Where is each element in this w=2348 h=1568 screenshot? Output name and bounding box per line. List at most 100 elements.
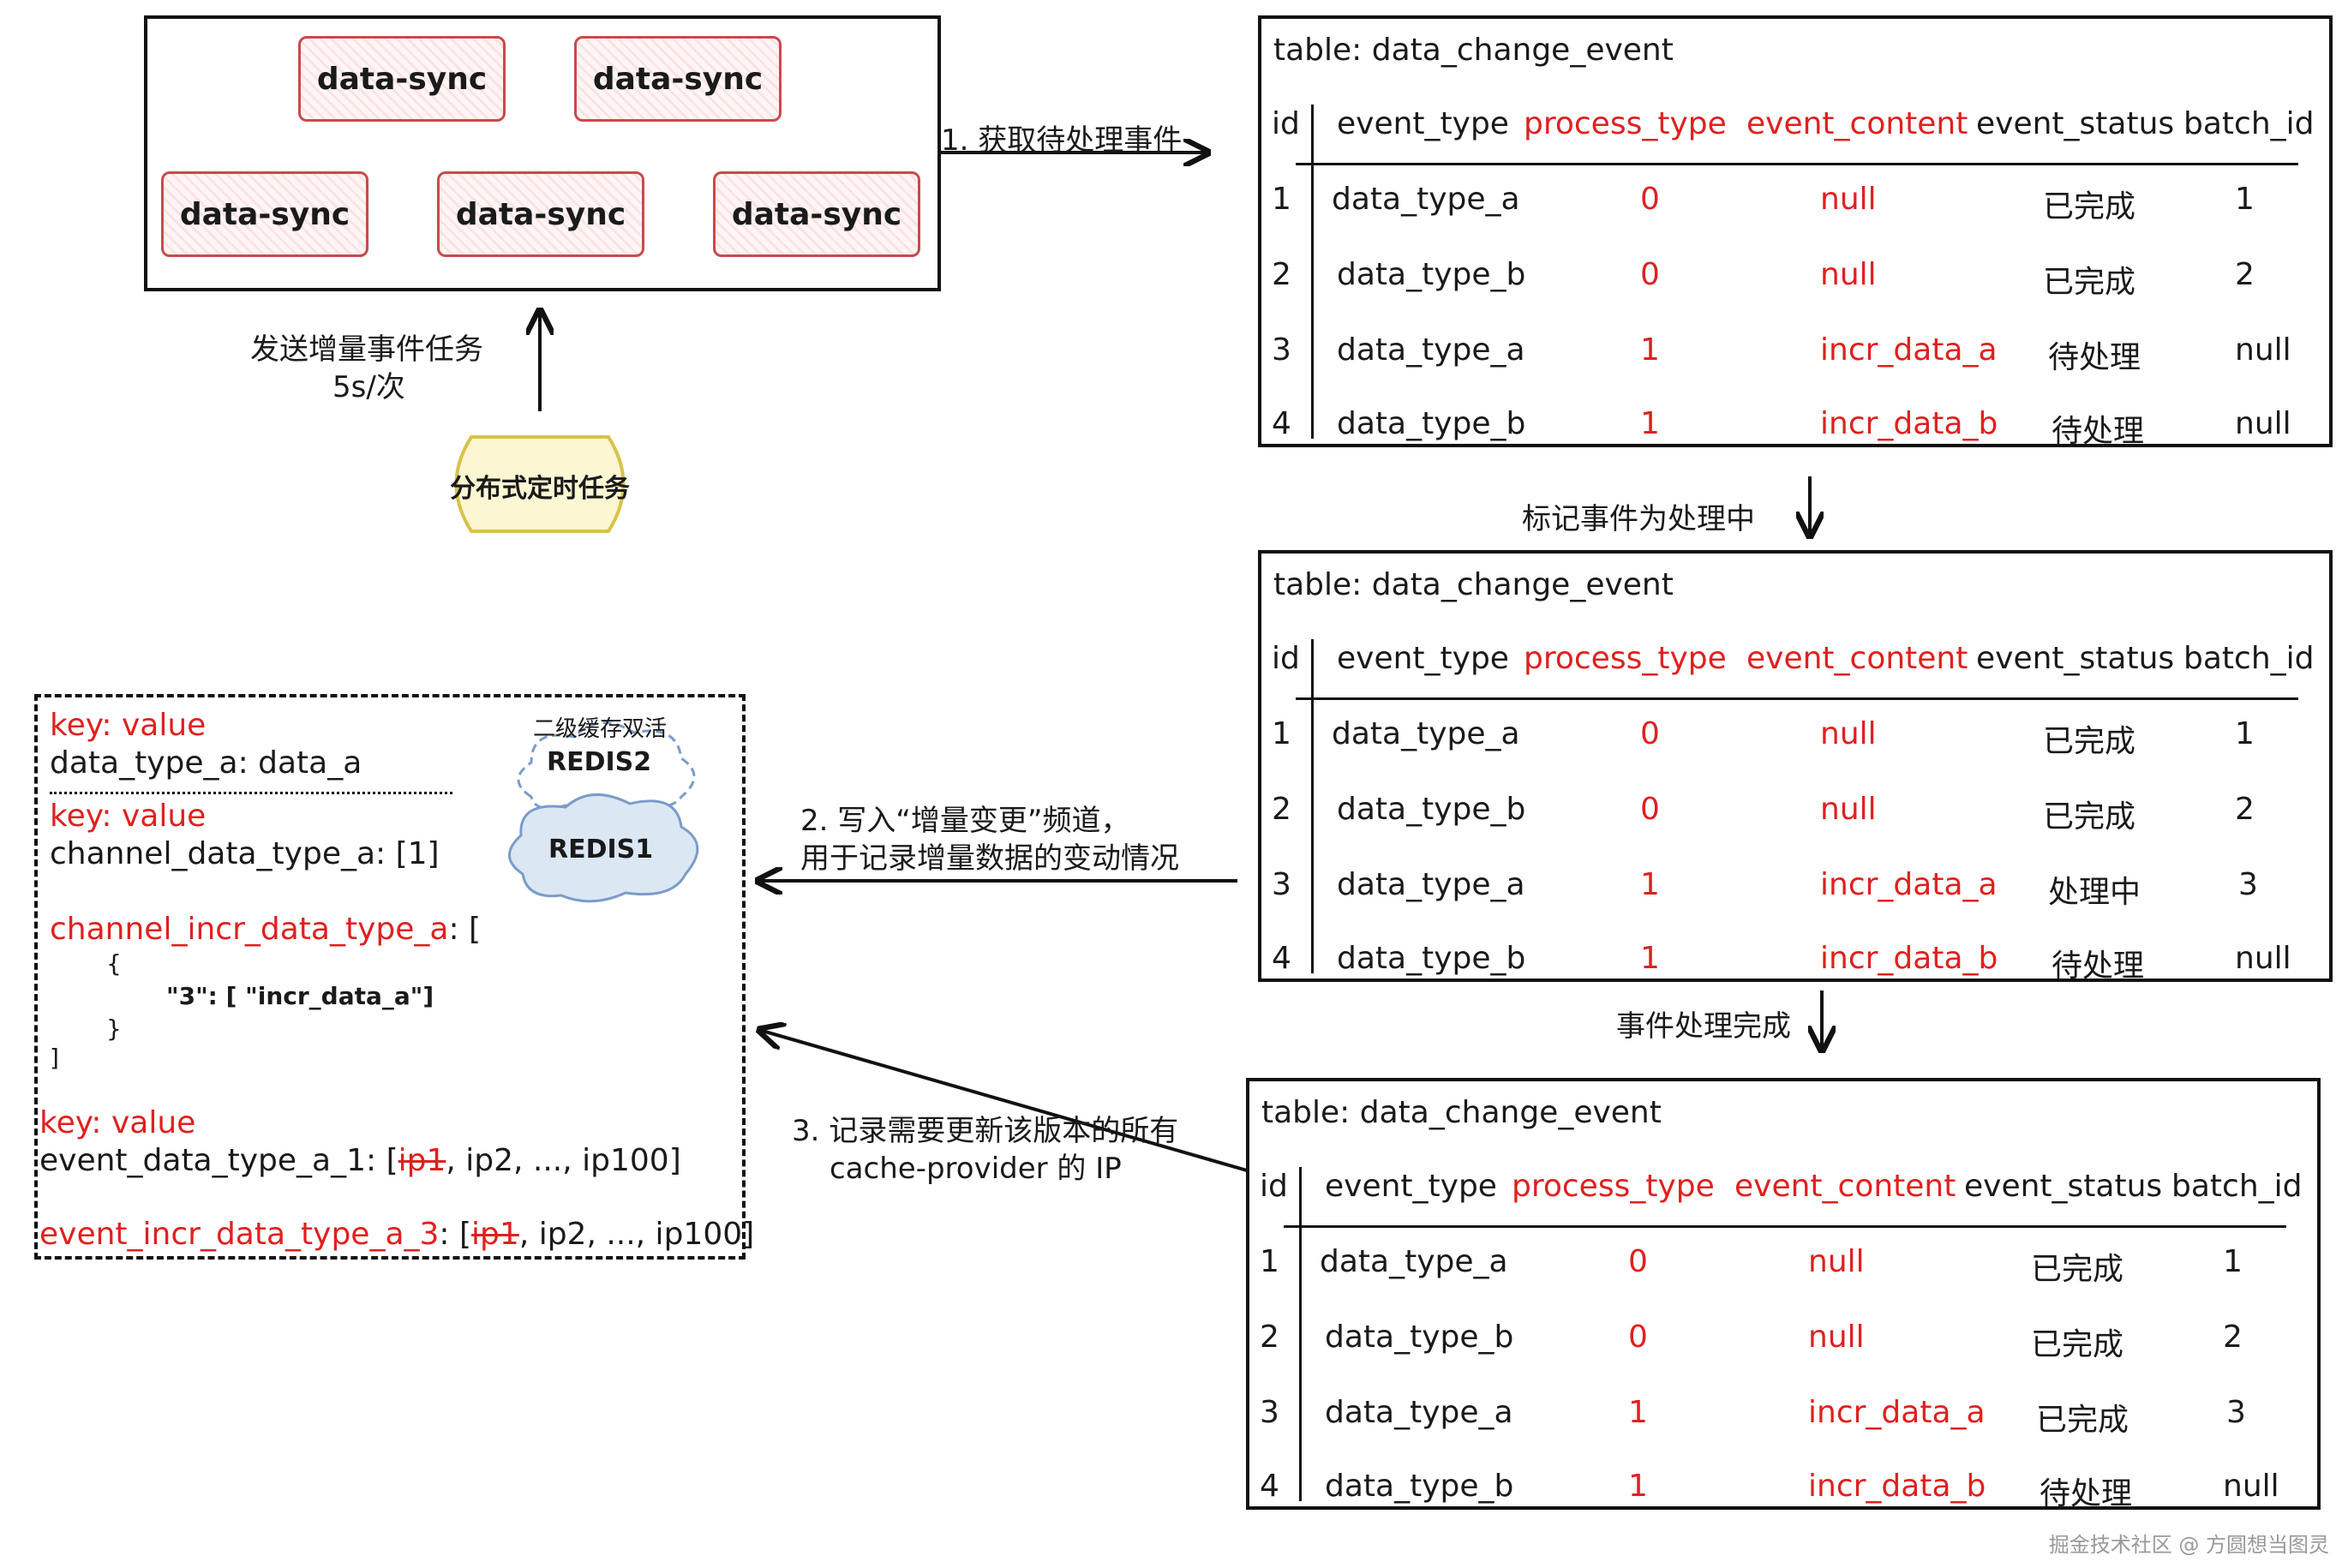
event-incr-name: event_incr_data_type_a_3: [39, 1217, 440, 1252]
event-incr-colon: : [: [439, 1217, 472, 1252]
cell-event-status: 待处理: [2052, 414, 2145, 449]
redis-caption: 二级缓存双活: [533, 716, 668, 742]
channel-incr-entry: channel_incr_data_type_a: [: [50, 912, 481, 947]
kv-value: data_type_a: data_a: [50, 745, 362, 781]
cell-event-status: 已完成: [2036, 1403, 2129, 1438]
mark-processing-label: 标记事件为处理中: [1522, 502, 1755, 536]
cell-event-content: incr_data_a: [1820, 332, 1998, 368]
step2-label-2: 用于记录增量数据的变动情况: [800, 841, 1179, 876]
json-close-brace: }: [106, 1014, 122, 1043]
cell-batch-id: 2: [2223, 1320, 2243, 1355]
data-sync-cluster: [144, 15, 941, 291]
cell-event-content: null: [1808, 1244, 1865, 1279]
cell-event-content: incr_data_a: [1820, 867, 1998, 902]
channel-incr-name: channel_incr_data_type_a: [50, 912, 449, 947]
event-table-2: table: data_change_event id event_type p…: [1258, 550, 2333, 984]
json-close-bracket: ]: [50, 1044, 59, 1072]
cell-process-type: 0: [1640, 182, 1660, 217]
cell-batch-id: 2: [2235, 257, 2255, 292]
kv-key-label: key: value: [50, 799, 207, 834]
header-event-status: event_status: [1976, 641, 2175, 676]
cell-process-type: 0: [1640, 257, 1660, 292]
table-title: table: data_change_event: [1261, 1095, 1662, 1130]
cell-event-content: null: [1820, 792, 1877, 827]
json-entry: "3": [ "incr_data_a"]: [166, 982, 434, 1010]
redis-storage-area: [34, 694, 746, 1260]
cell-process-type: 1: [1640, 867, 1660, 902]
cell-event-type: data_type_a: [1320, 1244, 1508, 1279]
cell-event-status: 待处理: [2048, 340, 2141, 375]
cell-event-type: data_type_a: [1325, 1395, 1513, 1430]
cell-event-content: null: [1808, 1320, 1865, 1355]
cell-batch-id: 1: [2235, 716, 2255, 751]
table-title: table: data_change_event: [1273, 567, 1674, 602]
cell-id: 2: [1272, 257, 1291, 292]
cell-event-status: 处理中: [2048, 875, 2141, 910]
divider: [50, 792, 452, 794]
data-sync-node: data-sync: [437, 171, 644, 257]
header-event-content: event_content: [1746, 106, 1968, 141]
cell-event-status: 已完成: [2043, 724, 2136, 759]
cell-event-status: 已完成: [2043, 799, 2136, 835]
header-event-status: event_status: [1976, 106, 2175, 141]
header-event-type: event_type: [1325, 1169, 1497, 1204]
cell-id: 4: [1272, 406, 1291, 441]
struck-ip: ip1: [398, 1143, 446, 1178]
cell-event-type: data_type_b: [1325, 1320, 1514, 1355]
cell-batch-id: 3: [2238, 867, 2258, 902]
cell-process-type: 0: [1640, 792, 1660, 827]
cell-event-content: incr_data_a: [1808, 1395, 1986, 1430]
cell-event-type: data_type_b: [1337, 257, 1526, 292]
cell-batch-id: 1: [2223, 1244, 2243, 1279]
cell-event-status: 待处理: [2040, 1476, 2133, 1511]
header-event-content: event_content: [1746, 641, 1968, 676]
cell-event-content: null: [1820, 716, 1877, 751]
done-label: 事件处理完成: [1616, 1009, 1791, 1044]
event-data-entry: event_data_type_a_1: [ip1, ip2, ..., ip1…: [39, 1143, 681, 1178]
step3-label-1: 3. 记录需要更新该版本的所有: [792, 1114, 1179, 1148]
cell-id: 1: [1260, 1244, 1279, 1279]
cell-batch-id: null: [2235, 406, 2291, 441]
scheduler-arrow-text-1: 发送增量事件任务: [250, 332, 483, 367]
header-event-content: event_content: [1734, 1169, 1956, 1204]
cell-id: 1: [1272, 182, 1291, 217]
cell-event-status: 已完成: [2043, 189, 2136, 224]
header-batch-id: batch_id: [2183, 641, 2315, 676]
cell-process-type: 1: [1628, 1395, 1648, 1430]
header-id: id: [1260, 1169, 1288, 1204]
cell-event-type: data_type_b: [1325, 1469, 1514, 1504]
event-table-1: table: data_change_event id event_type p…: [1258, 15, 2333, 449]
scheduler-arrow-text-2: 5s/次: [332, 370, 405, 404]
cell-batch-id: null: [2223, 1469, 2279, 1504]
header-event-type: event_type: [1337, 641, 1509, 676]
data-sync-node: data-sync: [574, 36, 782, 122]
redis1-label: REDIS1: [548, 835, 654, 865]
kv-key-label: key: value: [39, 1105, 196, 1140]
cell-batch-id: 2: [2235, 792, 2255, 827]
cell-process-type: 1: [1628, 1469, 1648, 1504]
cell-event-status: 待处理: [2052, 949, 2145, 984]
cell-event-status: 已完成: [2031, 1252, 2124, 1287]
cell-id: 3: [1272, 332, 1291, 368]
cell-id: 2: [1260, 1320, 1279, 1355]
cell-batch-id: null: [2235, 332, 2291, 368]
data-sync-node: data-sync: [161, 171, 368, 257]
scheduler-shape: [454, 435, 626, 533]
cell-event-status: 已完成: [2043, 265, 2136, 300]
header-event-status: event_status: [1964, 1169, 2163, 1204]
watermark: 掘金技术社区 @ 方圆想当图灵: [2048, 1533, 2329, 1557]
channel-incr-suffix: : [: [448, 912, 482, 947]
struck-ip: ip1: [471, 1217, 519, 1252]
cell-id: 4: [1260, 1469, 1279, 1504]
cell-id: 2: [1272, 792, 1291, 827]
event-data-name: event_data_type_a_1: [: [39, 1143, 398, 1178]
cell-process-type: 1: [1640, 332, 1660, 368]
data-sync-node: data-sync: [713, 171, 920, 257]
cell-event-type: data_type_a: [1332, 716, 1520, 751]
cell-event-content: incr_data_b: [1808, 1469, 1986, 1504]
cell-event-type: data_type_b: [1337, 792, 1526, 827]
event-incr-rest: , ip2, ..., ip100]: [518, 1217, 755, 1252]
header-id: id: [1272, 641, 1300, 676]
cell-event-content: incr_data_b: [1820, 941, 1998, 976]
